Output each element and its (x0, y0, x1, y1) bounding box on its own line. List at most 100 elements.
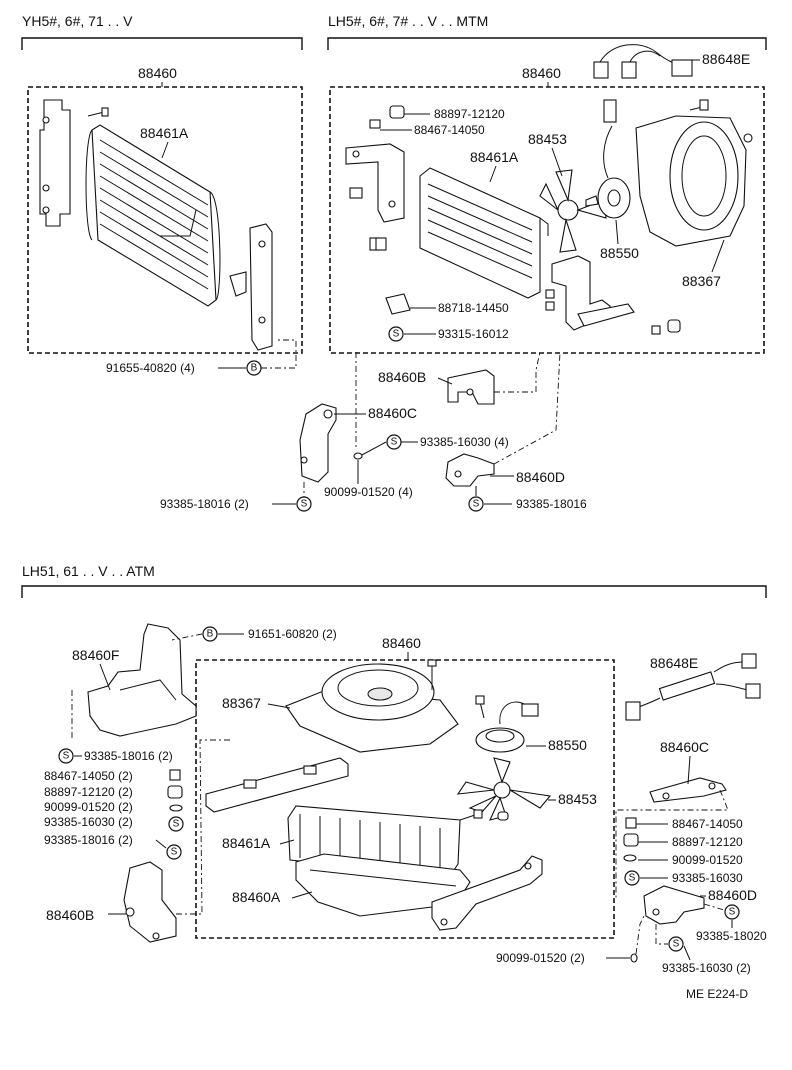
label-93315-16012: 93315-16012 (438, 327, 509, 341)
bracket-88460B-bottom (123, 861, 177, 943)
nut-icons (651, 319, 681, 335)
bracket-88460C-mid (299, 403, 337, 483)
condenser-top-left (85, 124, 221, 307)
bracket-88460D-mid (445, 453, 495, 487)
fan-bottom (456, 757, 552, 821)
label-88461A-bottom: 88461A (222, 835, 271, 851)
footer-code: ME E224-D (686, 987, 748, 1001)
screw-symbol-icon: S (388, 326, 404, 342)
screw-right-1-icon: S (624, 870, 640, 886)
bracket-lower-right (545, 255, 635, 331)
bolt-symbol-icon: B (246, 360, 262, 376)
shroud-top (635, 99, 753, 247)
label-93385-16030-bottom: 93385-16030 (2) (662, 961, 751, 975)
label-88460F: 88460F (72, 647, 119, 663)
washer-right-icon (623, 854, 637, 862)
label-assembly-88460-bottom: 88460 (382, 635, 421, 651)
label-90099-01520-mid: 90099-01520 (4) (324, 485, 413, 499)
label-88461A-right: 88461A (470, 149, 519, 165)
bracket-upper-left (345, 143, 405, 251)
motor-top (585, 99, 631, 219)
label-left-list-4: 93385-16030 (2) (44, 815, 133, 829)
side-bracket-bottom-right (431, 855, 543, 931)
condenser-top-right (419, 167, 549, 299)
label-91651-60820: 91651-60820 (2) (248, 627, 337, 641)
harness-88648E-bottom (625, 653, 761, 721)
svg-text:S: S (391, 437, 398, 448)
screw-18016-icon: S (296, 496, 312, 512)
label-88550-top: 88550 (600, 245, 639, 261)
label-left-list-1: 88467-14050 (2) (44, 769, 133, 783)
header-top-left: YH5#, 6#, 71 . . V (22, 13, 133, 29)
screw-right-3-icon: S (668, 936, 684, 952)
svg-text:S: S (673, 939, 680, 950)
svg-text:S: S (171, 847, 178, 858)
label-88460D-mid: 88460D (516, 469, 565, 485)
bracket-88460C-bottom (649, 777, 727, 803)
bracket-88460F (87, 623, 197, 737)
label-left-list-5: 93385-18016 (2) (44, 833, 133, 847)
label-88367-bottom: 88367 (222, 695, 261, 711)
label-88453-bottom: 88453 (558, 791, 597, 807)
bolt-icon (87, 107, 109, 117)
bar-bracket-bottom (205, 757, 349, 813)
label-right-list-0: 88467-14050 (672, 817, 743, 831)
label-93385-16030-mid: 93385-16030 (4) (420, 435, 509, 449)
label-88461A-left: 88461A (140, 125, 189, 141)
label-88460C-bottom: 88460C (660, 739, 709, 755)
svg-text:S: S (173, 819, 180, 830)
screw-left-2-icon: S (168, 816, 184, 832)
screw-left-1-icon: S (58, 748, 74, 764)
screw-right-2-icon: S (724, 904, 740, 920)
label-left-list-0: 93385-18016 (2) (84, 749, 173, 763)
label-88453-top: 88453 (528, 131, 567, 147)
label-assembly-88460-left: 88460 (138, 65, 177, 81)
label-88460B-mid: 88460B (378, 369, 426, 385)
bracket-top-left (21, 37, 303, 50)
collar-right-icon (625, 817, 637, 829)
label-left-list-3: 90099-01520 (2) (44, 800, 133, 814)
label-93385-18016-d: 93385-18016 (516, 497, 587, 511)
label-91655-40820: 91655-40820 (4) (106, 361, 195, 375)
assembly-box-top-left (27, 86, 303, 354)
label-left-list-2: 88897-12120 (2) (44, 785, 133, 799)
label-93385-18016-mid: 93385-18016 (2) (160, 497, 249, 511)
label-88460A: 88460A (232, 889, 281, 905)
label-88460B-bottom: 88460B (46, 907, 94, 923)
label-right-list-1: 88897-12120 (672, 835, 743, 849)
svg-text:S: S (301, 499, 308, 510)
header-bottom: LH51, 61 . . V . . ATM (22, 563, 155, 579)
label-88897-12120-top: 88897-12120 (434, 107, 505, 121)
collar-left-icon (169, 769, 181, 781)
washer-bottom-icon (630, 953, 638, 963)
assembly-box-top-right (329, 86, 765, 354)
bracket-top-right (327, 37, 767, 50)
screw-18016-d-icon: S (468, 496, 484, 512)
cushion-right-icon (623, 833, 639, 847)
svg-text:B: B (251, 363, 258, 374)
label-assembly-88460-right: 88460 (522, 65, 561, 81)
bracket-88460B-mid (447, 369, 495, 405)
label-88550-bottom: 88550 (548, 737, 587, 753)
svg-text:S: S (629, 873, 636, 884)
label-93385-18020: 93385-18020 (696, 929, 767, 943)
cushion-icon (389, 105, 405, 119)
side-bracket-right (229, 223, 273, 351)
svg-text:S: S (63, 751, 70, 762)
collar-icon (369, 119, 381, 129)
svg-text:S: S (729, 907, 736, 918)
label-88367-top: 88367 (682, 273, 721, 289)
svg-text:S: S (393, 329, 400, 340)
label-88648E-top: 88648E (702, 51, 750, 67)
washer-icon-mid (353, 452, 363, 460)
label-right-list-2: 90099-01520 (672, 853, 743, 867)
header-top-right: LH5#, 6#, 7# . . V . . MTM (328, 13, 488, 29)
screw-left-3-icon: S (166, 844, 182, 860)
assembly-box-bottom (195, 659, 615, 939)
svg-text:B: B (207, 629, 214, 640)
label-88718-14450: 88718-14450 (438, 301, 509, 315)
label-88460D-bottom: 88460D (708, 887, 757, 903)
label-90099-01520-bottom: 90099-01520 (2) (496, 951, 585, 965)
label-right-list-3: 93385-16030 (672, 871, 743, 885)
